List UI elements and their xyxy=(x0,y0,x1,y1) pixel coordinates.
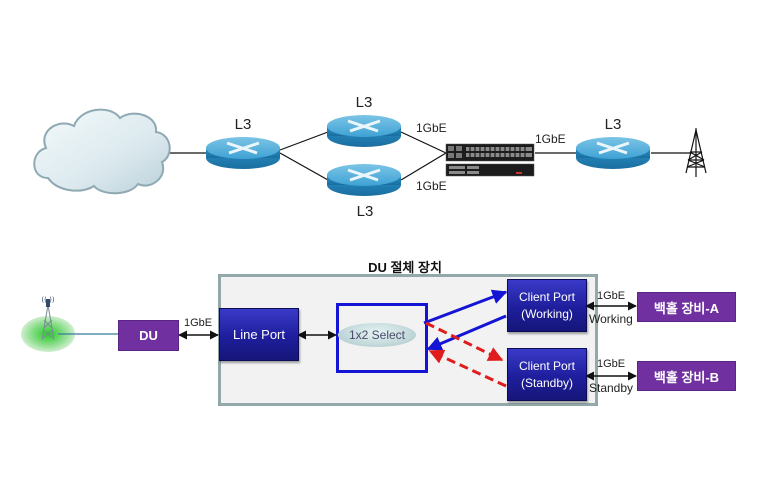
client-standby-line2: (Standby) xyxy=(520,375,574,390)
router-upper-label: L3 xyxy=(356,94,373,111)
cloud-icon xyxy=(33,108,171,195)
selector-ellipse: 1x2 Select xyxy=(338,323,416,347)
router-edge-icon xyxy=(576,137,650,169)
link-edge-label: 1GbE xyxy=(535,132,566,146)
backhaul-a-box: 백홀 장비-A xyxy=(637,292,736,322)
standby-state-label: Standby xyxy=(589,381,634,395)
router-core-icon xyxy=(206,137,280,169)
router-core-label: L3 xyxy=(235,116,252,133)
backhaul-b-box: 백홀 장비-B xyxy=(637,361,736,391)
standby-speed-label: 1GbE xyxy=(597,358,626,370)
du-box: DU xyxy=(118,320,179,351)
client-port-working: Client Port (Working) xyxy=(507,279,587,332)
active-path-in xyxy=(426,314,507,351)
client-standby-line1: Client Port xyxy=(518,358,576,373)
client-port-standby: Client Port (Standby) xyxy=(507,348,587,401)
link-core-upper xyxy=(279,131,329,151)
router-lower-icon xyxy=(327,164,401,196)
du-link-label: 1GbE xyxy=(184,317,212,329)
link-lower-label: 1GbE xyxy=(416,179,447,193)
working-state-label: Working xyxy=(589,312,633,326)
switch-chassis-icon xyxy=(445,143,535,177)
link-core-lower xyxy=(279,152,329,181)
router-lower-label: L3 xyxy=(357,203,374,220)
chassis-title: DU 절체 장치 xyxy=(368,260,442,275)
link-upper-label: 1GbE xyxy=(416,121,447,135)
cell-tower-icon xyxy=(685,128,707,177)
radio-tower-icon: ((·)) xyxy=(21,296,75,352)
svg-text:((·)): ((·)) xyxy=(41,296,54,304)
working-speed-label: 1GbE xyxy=(597,290,626,302)
router-upper-icon xyxy=(327,115,401,147)
link-lower-switch xyxy=(400,152,447,181)
client-working-line1: Client Port xyxy=(518,289,576,304)
link-upper-switch xyxy=(400,131,447,154)
standby-path-out xyxy=(425,321,504,362)
active-path-out xyxy=(423,289,508,325)
line-port-box: Line Port xyxy=(219,308,299,361)
router-edge-label: L3 xyxy=(605,116,622,133)
client-working-line2: (Working) xyxy=(521,306,573,321)
